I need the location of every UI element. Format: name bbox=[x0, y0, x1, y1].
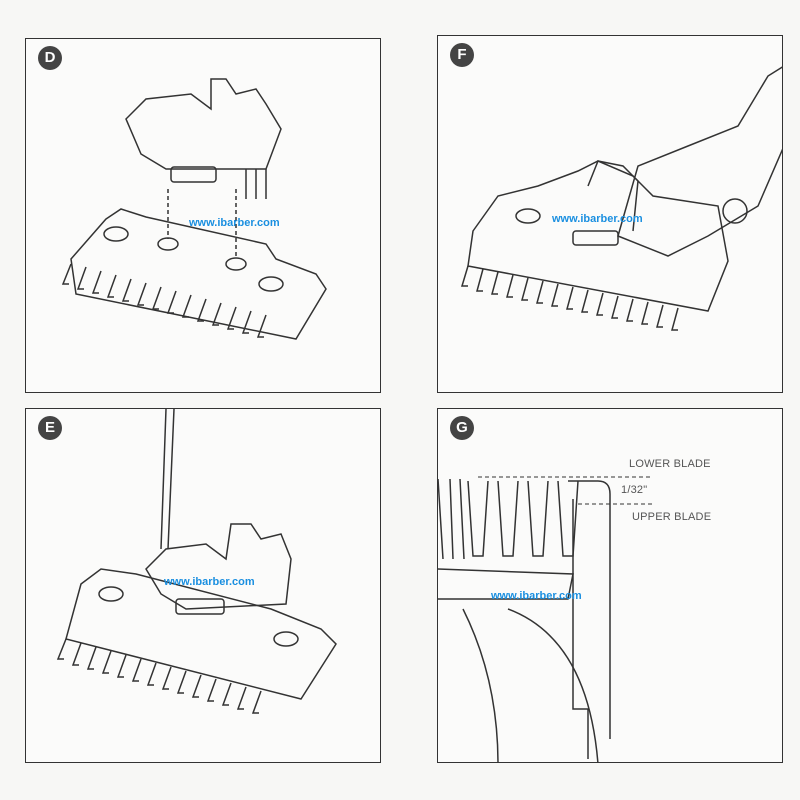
screwdriver-blade-illustration bbox=[56, 409, 337, 714]
panel-e: E www.ibarber.com bbox=[25, 408, 381, 763]
panel-d: D www.ibarber.com bbox=[25, 38, 381, 393]
panel-f: F www.ibarber.com bbox=[437, 35, 783, 393]
panel-g: G LOWER BLADE 1/32" UPPER BLADE www.ibar… bbox=[437, 408, 783, 763]
step-badge-e: E bbox=[38, 416, 62, 440]
watermark: www.ibarber.com bbox=[552, 213, 643, 225]
blade-alignment-illustration bbox=[438, 476, 653, 762]
upper-blade-label: UPPER BLADE bbox=[632, 511, 712, 523]
watermark: www.ibarber.com bbox=[491, 590, 582, 602]
blade-wrench-illustration bbox=[460, 66, 782, 331]
blade-assembly-illustration bbox=[61, 78, 327, 340]
lower-blade-label: LOWER BLADE bbox=[629, 458, 711, 470]
watermark: www.ibarber.com bbox=[164, 576, 255, 588]
gap-measurement-label: 1/32" bbox=[621, 484, 648, 496]
step-badge-g: G bbox=[450, 416, 474, 440]
watermark: www.ibarber.com bbox=[189, 217, 280, 229]
step-badge-d: D bbox=[38, 46, 62, 70]
step-badge-f: F bbox=[450, 43, 474, 67]
